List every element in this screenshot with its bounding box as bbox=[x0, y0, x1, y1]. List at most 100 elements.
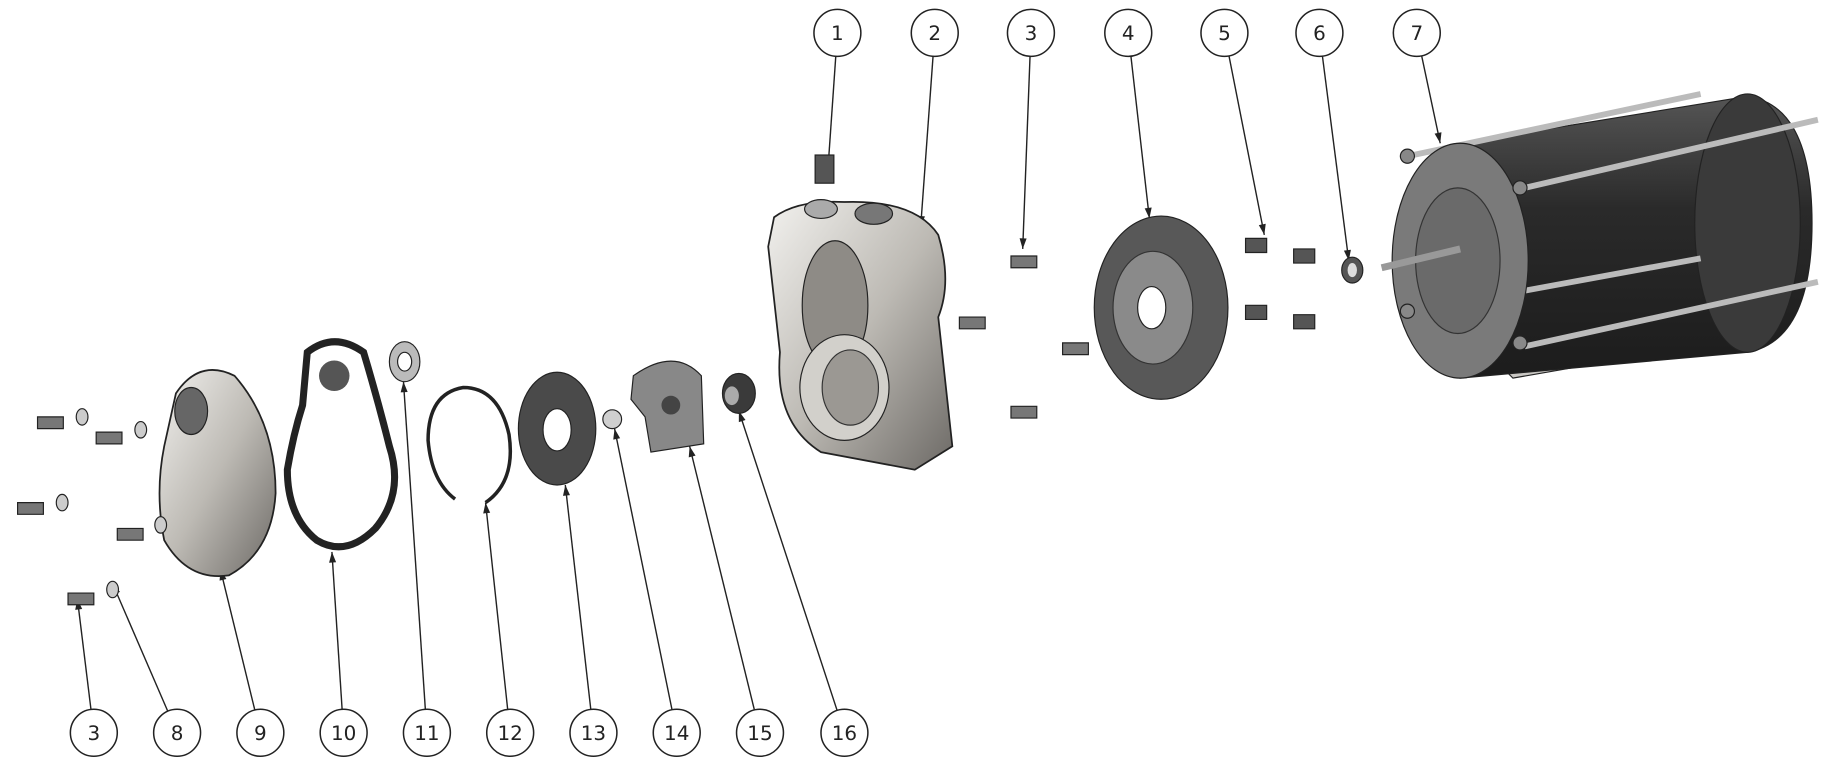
part-bolts-3-housing bbox=[958, 255, 1089, 419]
balloon-circle bbox=[1295, 8, 1344, 58]
callout-number: 5 bbox=[1218, 21, 1231, 45]
balloon-circle bbox=[236, 708, 285, 758]
callout-number: 16 bbox=[832, 721, 857, 745]
balloon-circle bbox=[735, 708, 785, 758]
leader-line bbox=[919, 56, 934, 227]
leader-line bbox=[1130, 56, 1151, 219]
callout-balloon: 4 bbox=[1104, 8, 1153, 58]
callout-balloon: 12 bbox=[485, 708, 535, 758]
callout-number: 4 bbox=[1122, 21, 1135, 45]
callout-balloon: 6 bbox=[1295, 8, 1344, 58]
leader-line bbox=[688, 446, 756, 711]
part-bolts-5 bbox=[1244, 237, 1316, 330]
part-impeller bbox=[630, 360, 705, 453]
callout-balloon: 10 bbox=[319, 708, 368, 758]
callout-number: 11 bbox=[414, 721, 439, 745]
balloon-circle bbox=[485, 708, 535, 758]
part-retaining-ring bbox=[426, 385, 513, 505]
balloon-circle bbox=[652, 708, 701, 758]
leader-line bbox=[111, 583, 169, 712]
balloon-circle bbox=[1104, 8, 1153, 58]
arrowhead-icon bbox=[613, 428, 621, 440]
arrowhead-icon bbox=[688, 446, 696, 458]
leader-line bbox=[219, 569, 256, 711]
callout-balloon: 1 bbox=[813, 8, 862, 58]
callout-balloon: 3 bbox=[1006, 8, 1056, 58]
balloon-circle bbox=[1392, 8, 1441, 58]
balloon-circle bbox=[569, 708, 618, 758]
balloon-circle bbox=[820, 708, 869, 758]
part-adapter-flange bbox=[1093, 215, 1229, 400]
arrowhead-icon bbox=[1434, 132, 1442, 144]
part-mechanical-seal bbox=[721, 372, 756, 414]
callout-number: 13 bbox=[581, 721, 606, 745]
part-pump-housing bbox=[767, 199, 954, 471]
part-end-cover bbox=[158, 369, 277, 577]
callout-number: 1 bbox=[831, 21, 844, 45]
callout-balloon: 9 bbox=[236, 708, 285, 758]
leader-line bbox=[1321, 56, 1350, 261]
motor-shaft bbox=[1380, 245, 1461, 272]
leader-line bbox=[564, 484, 592, 710]
tie-rod bbox=[1524, 116, 1819, 191]
balloon-circle bbox=[1200, 8, 1249, 58]
callout-balloon: 13 bbox=[569, 708, 618, 758]
arrowhead-icon bbox=[483, 502, 491, 514]
callout-number: 7 bbox=[1410, 21, 1423, 45]
leader-line bbox=[76, 598, 92, 710]
callout-balloon: 16 bbox=[820, 708, 869, 758]
balloon-circle bbox=[402, 708, 452, 758]
leader-line bbox=[1228, 55, 1266, 235]
leader-lines bbox=[75, 55, 1442, 712]
callout-number: 6 bbox=[1313, 21, 1326, 45]
balloon-circle bbox=[319, 708, 368, 758]
callout-balloon: 14 bbox=[652, 708, 701, 758]
callout-number: 9 bbox=[254, 721, 267, 745]
part-washer-6 bbox=[1341, 256, 1364, 284]
part-ball bbox=[602, 409, 623, 430]
leader-line bbox=[1420, 55, 1441, 144]
callout-balloon: 11 bbox=[402, 708, 452, 758]
leader-line bbox=[613, 428, 673, 710]
leader-line bbox=[331, 551, 343, 710]
callout-balloon: 7 bbox=[1392, 8, 1441, 58]
part-motor bbox=[1380, 91, 1819, 379]
arrowhead-icon bbox=[1144, 207, 1152, 219]
leader-line bbox=[827, 56, 837, 168]
callout-number: 10 bbox=[331, 721, 356, 745]
callout-balloon: 3 bbox=[69, 708, 119, 758]
part-washer-11 bbox=[388, 341, 421, 383]
arrowhead-icon bbox=[329, 551, 337, 563]
balloon-circle bbox=[69, 708, 119, 758]
arrowhead-icon bbox=[563, 484, 570, 496]
callout-number: 2 bbox=[928, 21, 941, 45]
leader-line bbox=[402, 381, 427, 710]
callout-number: 8 bbox=[171, 721, 184, 745]
leader-line bbox=[484, 502, 509, 710]
callout-balloon: 2 bbox=[910, 8, 959, 58]
part-gasket bbox=[283, 338, 399, 551]
part-bolts-3-cover bbox=[17, 416, 144, 606]
callout-balloon: 8 bbox=[152, 708, 202, 758]
balloon-circle bbox=[1006, 8, 1056, 58]
callout-balloon: 5 bbox=[1200, 8, 1249, 58]
callout-balloon: 15 bbox=[735, 708, 785, 758]
leader-line bbox=[738, 410, 838, 711]
callout-number: 12 bbox=[498, 721, 523, 745]
balloon-circle bbox=[910, 8, 959, 58]
part-plug bbox=[814, 154, 835, 184]
part-wear-plate bbox=[517, 371, 597, 486]
callout-number: 3 bbox=[1025, 21, 1038, 45]
leader-line bbox=[1022, 56, 1031, 249]
tie-rod bbox=[1524, 278, 1819, 350]
arrowhead-icon bbox=[1019, 238, 1027, 249]
callout-number: 15 bbox=[747, 721, 772, 745]
arrowhead-icon bbox=[400, 381, 408, 393]
callout-number: 3 bbox=[87, 721, 100, 745]
arrowhead-icon bbox=[1258, 223, 1266, 235]
balloon-circle bbox=[152, 708, 202, 758]
balloon-circle bbox=[813, 8, 862, 58]
callout-number: 14 bbox=[664, 721, 689, 745]
